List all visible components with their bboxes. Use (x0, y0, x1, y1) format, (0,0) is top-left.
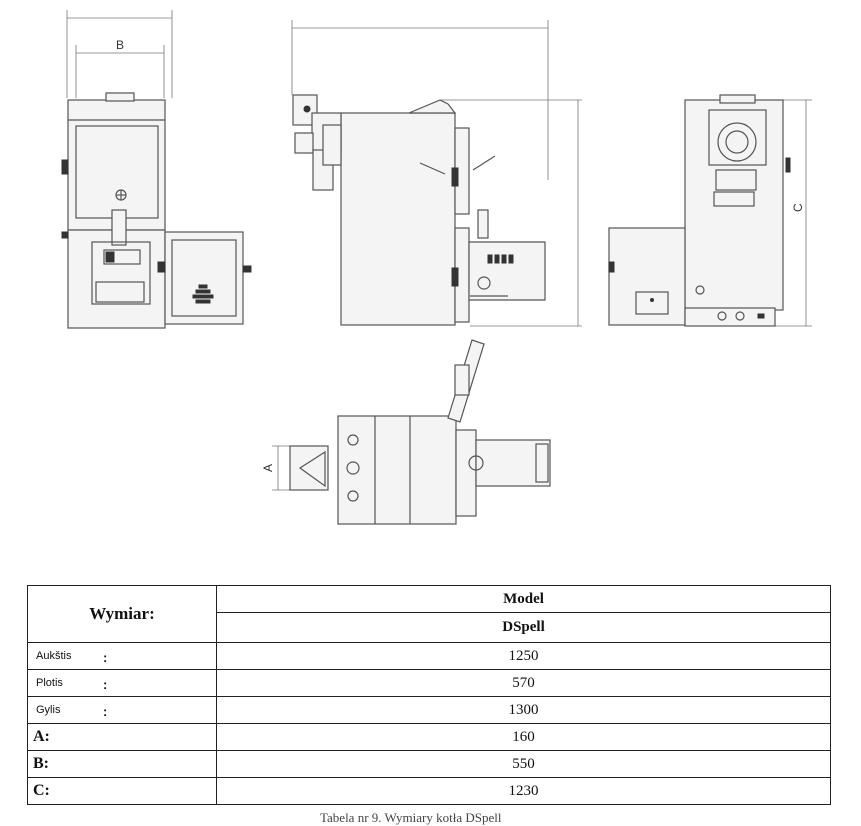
row-label-text: Aukštis (36, 650, 72, 662)
row-value: 1300 (216, 696, 831, 724)
table-row: Plotis:570 (27, 669, 831, 697)
row-value: 570 (216, 669, 831, 697)
table-row: A: 160 (27, 723, 831, 751)
row-value: 1250 (216, 642, 831, 670)
row-label-colon: : (103, 677, 108, 692)
row-label-text: Plotis (36, 677, 63, 689)
top-view-drawing: A (261, 339, 551, 525)
row-label: B: (27, 750, 217, 778)
table-row: Aukštis:1250 (27, 642, 831, 670)
front-view-drawing: B (61, 10, 252, 329)
row-value: 550 (216, 750, 831, 778)
row-label: A: (27, 723, 217, 751)
back-view-drawing: C (608, 94, 812, 327)
row-label-text: C: (33, 782, 50, 799)
row-label-text: Gylis (36, 704, 61, 716)
row-label: Aukštis: (27, 642, 217, 670)
row-value: 160 (216, 723, 831, 751)
row-label-text: B: (33, 755, 49, 772)
table-row: C: 1230 (27, 777, 831, 805)
row-value: 1230 (216, 777, 831, 805)
dim-label-c: C (791, 203, 805, 212)
table-row: Gylis:1300 (27, 696, 831, 724)
technical-drawings: B (61, 10, 812, 525)
row-label-colon: : (103, 650, 108, 665)
table-header-model-name: DSpell (216, 612, 831, 643)
table-header-model: Model (216, 584, 831, 614)
table-row: B: 550 (27, 750, 831, 778)
row-label-colon: : (103, 704, 108, 719)
dim-label-b: B (116, 38, 124, 52)
side-view-drawing (291, 20, 582, 327)
dim-label-a: A (261, 464, 275, 472)
row-label: C: (27, 777, 217, 805)
row-label: Gylis: (27, 696, 217, 724)
row-label: Plotis: (27, 669, 217, 697)
table-caption: Tabela nr 9. Wymiary kotła DSpell (320, 810, 502, 825)
row-label-text: A: (33, 728, 50, 745)
table-header-dimension: Wymiar: (27, 585, 217, 643)
